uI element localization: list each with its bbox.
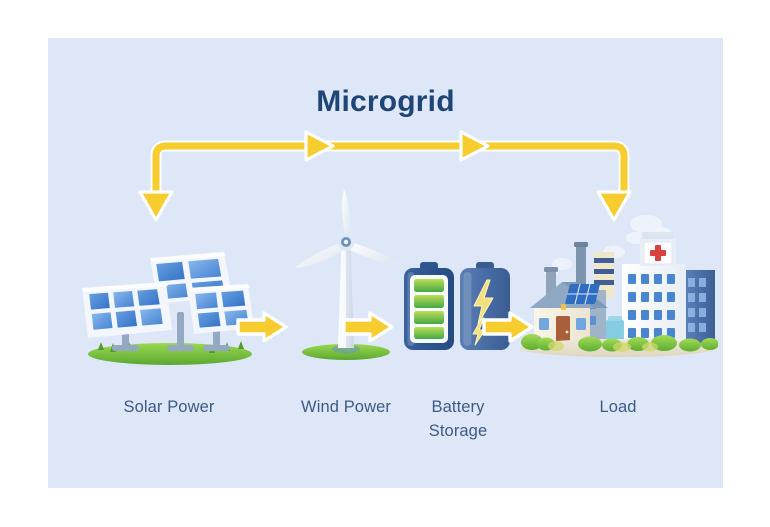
buildings-load-icon [520, 215, 719, 357]
node-load[interactable] [518, 208, 719, 366]
busbar-right-arrowhead [596, 190, 632, 222]
node-label-battery-line-2: Storage [428, 421, 488, 440]
page-title: Microgrid [316, 85, 455, 118]
node-wind[interactable] [266, 186, 426, 366]
diagram-panel: Microgrid [48, 38, 723, 488]
node-label-solar: Solar Power [123, 398, 215, 416]
busbar-left-arrowhead [138, 190, 174, 222]
node-label-battery-line-1: Battery [431, 398, 485, 416]
wind-turbine-icon [292, 186, 400, 360]
connector-solar-to-wind [236, 310, 288, 344]
busbar-mid-arrowhead-2 [459, 130, 490, 162]
busbar-mid-arrowhead-1 [304, 130, 335, 162]
node-label-battery: Battery Storage [388, 396, 528, 444]
node-battery[interactable] [388, 246, 528, 366]
battery-storage-icon [404, 262, 510, 350]
node-label-wind: Wind Power [301, 398, 391, 416]
node-label-load: Load [599, 398, 637, 416]
connector-battery-to-load [482, 310, 534, 344]
solar-panel-array-icon [82, 252, 254, 365]
rooftop-solar-icon [565, 284, 600, 304]
hospital-cross-icon [650, 245, 666, 261]
connector-wind-to-battery [342, 310, 394, 344]
node-solar[interactable] [74, 246, 264, 366]
microgrid-busbar [138, 130, 632, 222]
